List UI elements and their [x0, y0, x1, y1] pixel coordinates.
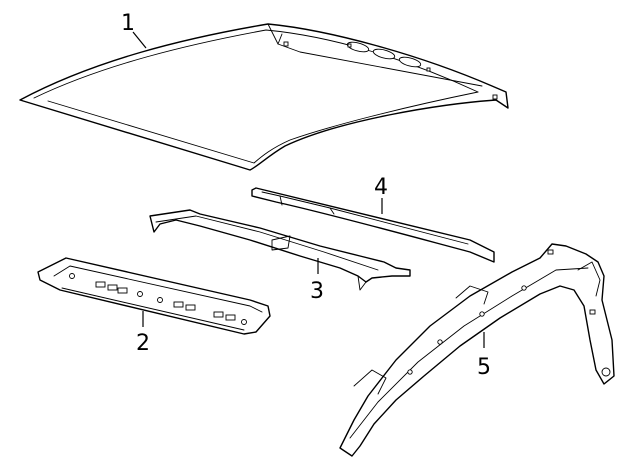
- callout-3-label: 3: [310, 279, 324, 304]
- rear-header-part: [251, 187, 495, 263]
- side-rail-part: [339, 243, 615, 457]
- roof-bow-part: [149, 209, 411, 291]
- callout-2-label: 2: [136, 331, 150, 356]
- callout-5-label: 5: [477, 355, 491, 380]
- roof-panel-part: [19, 23, 509, 171]
- callout-1-leader: [132, 31, 147, 49]
- callout-1-label: 1: [121, 11, 135, 36]
- front-header-part: [37, 257, 271, 335]
- callout-4-label: 4: [374, 175, 388, 200]
